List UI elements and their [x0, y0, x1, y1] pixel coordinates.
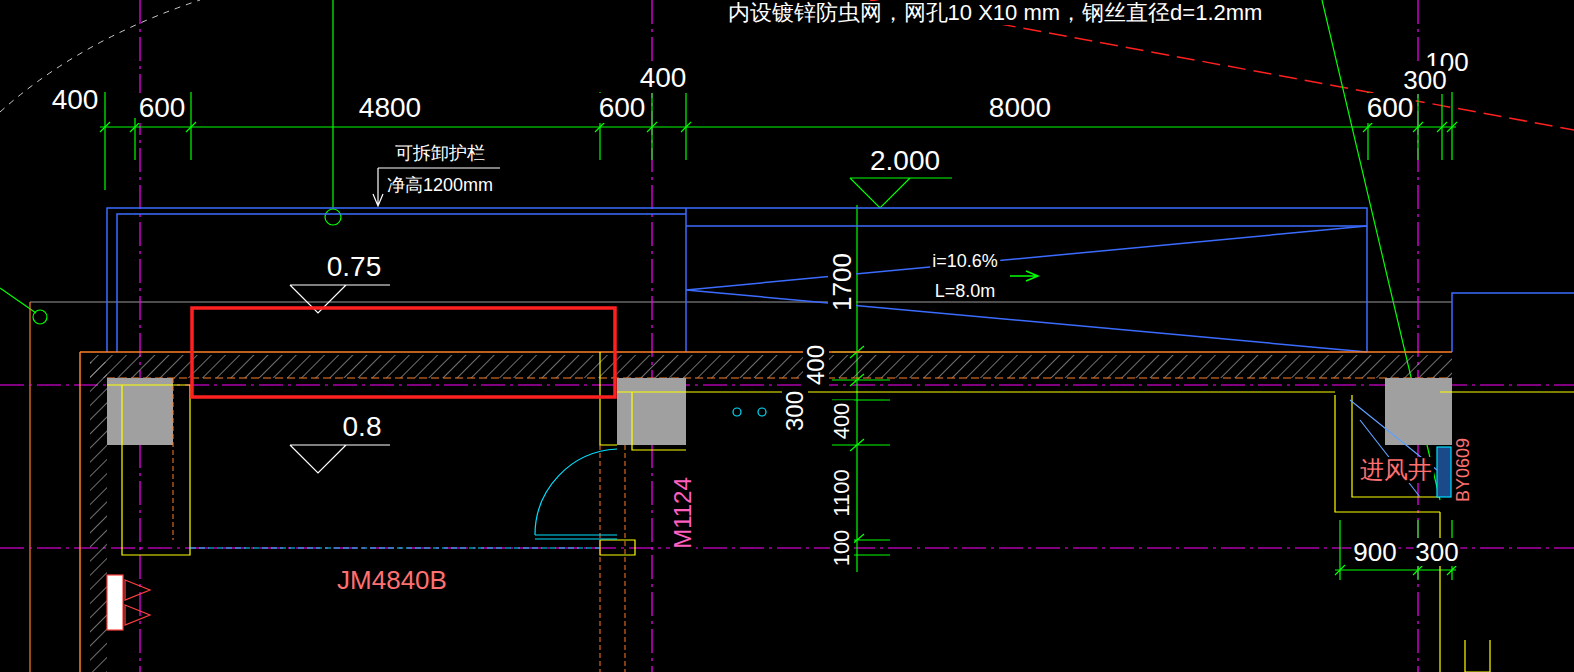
ramp-outline: [117, 214, 686, 352]
dimension-text: 4800: [357, 93, 423, 123]
column-outlines: [700, 391, 1574, 392]
slope-text: i=10.6%: [930, 251, 1000, 271]
dimension-text: 600: [1365, 93, 1416, 123]
axis-lines: [651, 0, 652, 672]
door-symbols: [1350, 400, 1437, 497]
dimension-lines: [134, 118, 135, 160]
dimension-lines: [100, 0, 1457, 580]
walls: [90, 362, 107, 672]
column-outlines: [107, 352, 1574, 672]
walls: [107, 378, 173, 445]
elevation-symbols: [373, 168, 500, 206]
column-outlines-orange: [173, 378, 625, 672]
dimension-text: 300: [782, 389, 808, 433]
door-symbols: [758, 408, 766, 416]
reference-lines: [30, 301, 1452, 302]
axis-lines: [0, 547, 1574, 548]
walls: [80, 351, 1452, 353]
walls: [1385, 378, 1452, 445]
reference-lines: [29, 302, 30, 672]
window-code: BY0609: [1453, 436, 1473, 504]
column-outlines: [1439, 512, 1440, 672]
dimension-text: 100: [830, 528, 854, 569]
ramp-outline: [107, 208, 1574, 352]
column-outlines-orange: [173, 378, 625, 672]
dimension-text: 400: [50, 85, 101, 115]
dimension-lines: [1335, 569, 1456, 570]
dimension-text: 300: [1401, 66, 1448, 94]
note-text: 净高1200mm: [385, 175, 495, 195]
walls: [107, 378, 1452, 379]
ramp-outline: [1010, 271, 1038, 281]
dimension-lines: [100, 126, 1456, 127]
dimension-lines: [325, 209, 341, 225]
dimension-text: 400: [803, 343, 829, 387]
dimension-text: 300: [1413, 538, 1460, 566]
column-outlines: [1465, 640, 1490, 672]
reference-lines: [33, 310, 47, 324]
column-outlines: [1335, 395, 1440, 512]
ramp-outline: [685, 208, 687, 352]
wall-symbol: [107, 575, 150, 630]
wall-symbol: [107, 575, 123, 630]
wall-symbol: [125, 580, 150, 625]
elevation-text: 2.000: [868, 146, 942, 176]
dimension-lines: [100, 122, 1457, 132]
ramp-outline: [686, 225, 1367, 227]
column-outlines: [617, 392, 700, 450]
door-symbols: [733, 408, 741, 416]
door-symbols: [190, 547, 600, 548]
dimension-text: 600: [137, 93, 188, 123]
ramp-outline: [686, 226, 1367, 352]
door-symbols: [535, 449, 617, 535]
door-symbols: [535, 538, 617, 539]
dimension-text: 1700: [828, 251, 856, 313]
note-text: 可拆卸护栏: [393, 143, 487, 163]
note-text: 内设镀锌防虫网，网孔10 X10 mm，钢丝直径d=1.2mm: [726, 1, 1265, 25]
elevation-text: 0.75: [325, 252, 384, 282]
slope-text: L=8.0m: [933, 281, 998, 301]
axis-lines: [0, 384, 1574, 385]
dimension-text: 400: [638, 63, 689, 93]
door-symbols: [190, 400, 1451, 548]
ramp-outline: [107, 208, 1367, 352]
dimension-lines: [332, 0, 333, 209]
elevation-symbols: [290, 445, 390, 473]
dimension-lines: [104, 92, 105, 190]
room-name: 进风井: [1358, 457, 1434, 483]
dimension-text: 600: [597, 93, 648, 123]
walls: [80, 352, 1452, 672]
ramp-outline: [1452, 293, 1574, 352]
door-symbols: [1437, 447, 1451, 497]
dimension-text: 400: [830, 401, 854, 442]
dimension-lines: [850, 178, 952, 208]
dimension-lines: [856, 205, 857, 572]
column-outlines: [600, 352, 635, 555]
walls: [617, 378, 686, 445]
door-code: M1124: [670, 475, 696, 551]
dimension-text: 8000: [987, 93, 1053, 123]
walls: [79, 352, 81, 672]
walls: [90, 355, 1452, 378]
dimension-text: 1100: [830, 467, 854, 518]
elevation-text: 0.8: [341, 412, 384, 442]
door-symbols: [535, 534, 617, 535]
column-outlines: [107, 385, 190, 555]
highlight-box: [192, 308, 615, 397]
door-code: JM4840B: [335, 566, 449, 594]
dimension-text: 900: [1351, 538, 1398, 566]
